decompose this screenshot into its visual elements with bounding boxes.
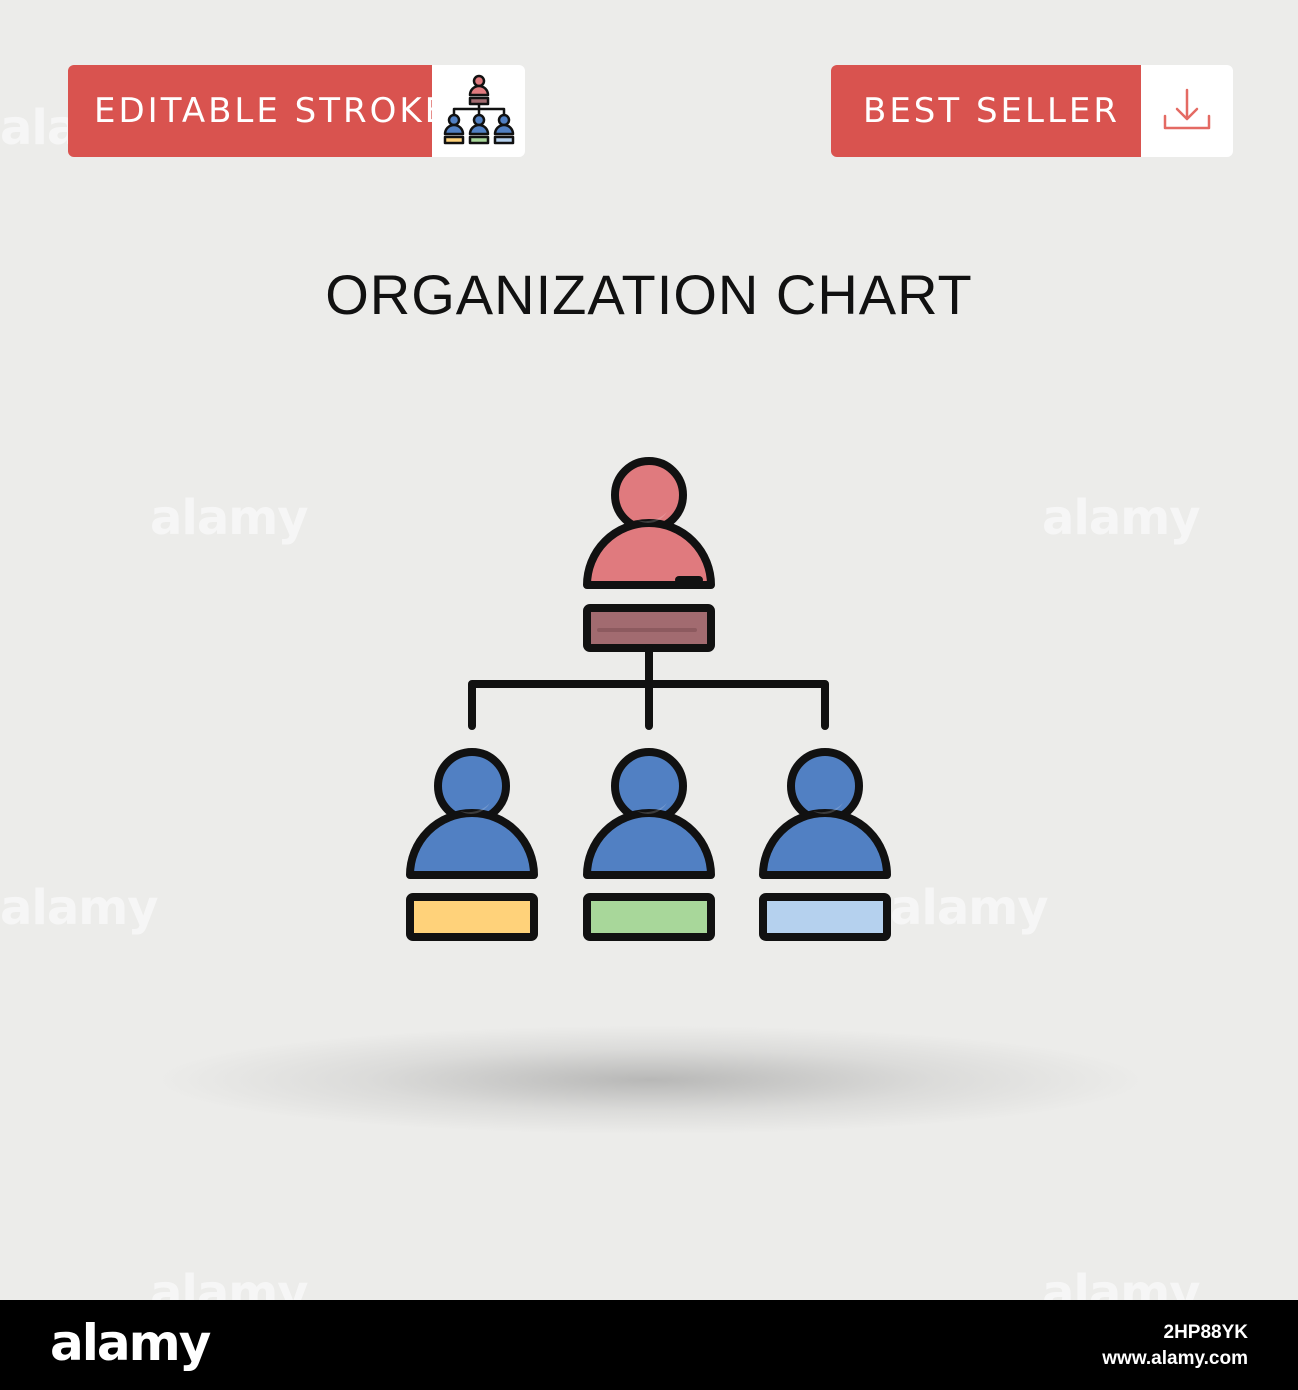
person-right-box [759,893,891,941]
watermark: alamy [150,490,309,546]
top-person-icon [583,457,715,589]
organization-chart-icon [406,457,891,941]
person-middle-box [583,893,715,941]
image-code: 2HP88YK [1163,1322,1249,1343]
download-icon [1163,88,1211,130]
page-title: ORGANIZATION CHART [325,263,973,326]
badge-icon-box [432,65,525,157]
person-left-icon [406,748,538,879]
chart-connector [468,644,829,730]
best-seller-label: BEST SELLER [831,65,1141,157]
alamy-logo: alamy [50,1314,211,1372]
organization-chart-icon [443,74,514,145]
person-right-icon [759,748,891,879]
watermark: alamy [1042,490,1201,546]
icon-shadow [150,1025,1150,1135]
download-button[interactable] [1141,65,1233,157]
editable-stroke-badge: EDITABLE STROKE [68,65,525,157]
best-seller-badge: BEST SELLER [831,65,1233,157]
person-middle-icon [583,748,715,879]
site-url[interactable]: www.alamy.com [1102,1348,1248,1369]
watermark: alamy [0,880,159,936]
person-left-box [406,893,538,941]
editable-stroke-label: EDITABLE STROKE [68,65,446,157]
footer-bar: alamy 2HP88YK www.alamy.com [0,1300,1298,1390]
watermark: alamy [890,880,1049,936]
